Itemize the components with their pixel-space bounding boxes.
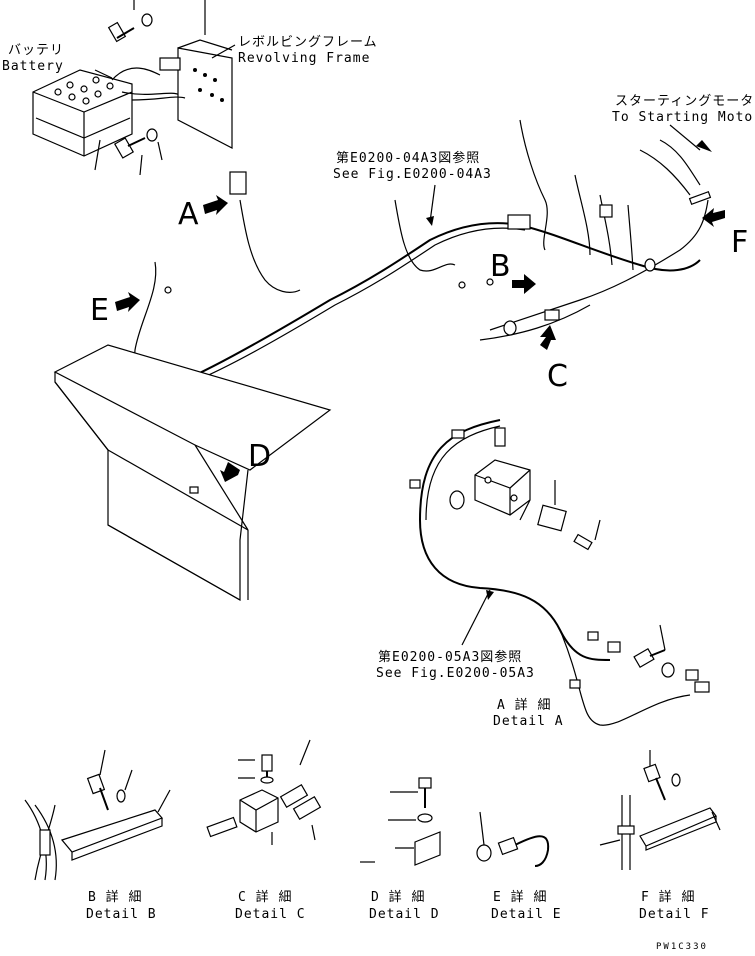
detail-f-label-en: Detail F	[639, 907, 710, 922]
see-fig-2-jp: 第E0200-05A3図参照	[378, 650, 523, 665]
arrow-f-icon	[702, 208, 725, 227]
drawing-code: PW1C330	[656, 942, 708, 952]
view-letter-f: F	[731, 225, 749, 260]
frame-label-jp: レボルビングフレーム	[238, 35, 378, 50]
battery-label-jp: バッテリ	[8, 43, 65, 58]
detail-f-label-jp: F 詳 細	[641, 890, 696, 905]
view-letter-d: D	[248, 439, 272, 474]
see-fig-1-jp: 第E0200-04A3図参照	[336, 151, 481, 166]
bolt-top	[107, 0, 153, 43]
battery-drawing	[32, 67, 181, 157]
detail-b-label-en: Detail B	[86, 907, 157, 922]
detail-a-drawing	[409, 419, 710, 726]
detail-c-label-jp: C 詳 細	[238, 890, 293, 905]
detail-a-label-en: Detail A	[493, 714, 564, 729]
detail-d-label-jp: D 詳 細	[371, 890, 426, 905]
detail-d-label-en: Detail D	[369, 907, 440, 922]
view-arrows	[115, 195, 725, 482]
detail-e-label-jp: E 詳 細	[493, 890, 548, 905]
frame-label-en: Revolving Frame	[238, 51, 371, 66]
view-letter-a: A	[178, 197, 199, 232]
view-letter-b: B	[490, 249, 511, 284]
arrow-e-icon	[115, 292, 140, 312]
see-fig-2-en: See Fig.E0200-05A3	[376, 666, 535, 681]
battery-cable	[131, 96, 186, 101]
detail-b-drawing	[24, 749, 171, 881]
housing-block	[53, 344, 332, 602]
detail-c-label-en: Detail C	[235, 907, 306, 922]
starting-label-jp: スターティングモータへ	[615, 94, 755, 109]
detail-e-drawing	[476, 811, 550, 867]
detail-d-drawing	[360, 777, 441, 866]
arrow-b-icon	[512, 274, 536, 294]
detail-f-drawing	[599, 750, 721, 870]
view-letter-e: E	[90, 293, 109, 328]
arrow-d-icon	[220, 462, 240, 482]
revolving-frame-drawing	[159, 0, 236, 149]
detail-c-drawing	[206, 739, 322, 845]
detail-a-label-jp: A 詳 細	[497, 698, 552, 713]
starting-label-en: To Starting Motor	[612, 110, 755, 125]
see-fig-1-en: See Fig.E0200-04A3	[333, 167, 492, 182]
detail-b-label-jp: B 詳 細	[88, 890, 143, 905]
arrow-a-icon	[203, 195, 228, 215]
bolt-bottom	[94, 128, 163, 176]
battery-label-en: Battery	[2, 59, 64, 74]
leader-lines	[426, 124, 712, 646]
arrow-c-icon	[540, 325, 556, 350]
view-letter-c: C	[547, 359, 568, 394]
detail-e-label-en: Detail E	[491, 907, 562, 922]
